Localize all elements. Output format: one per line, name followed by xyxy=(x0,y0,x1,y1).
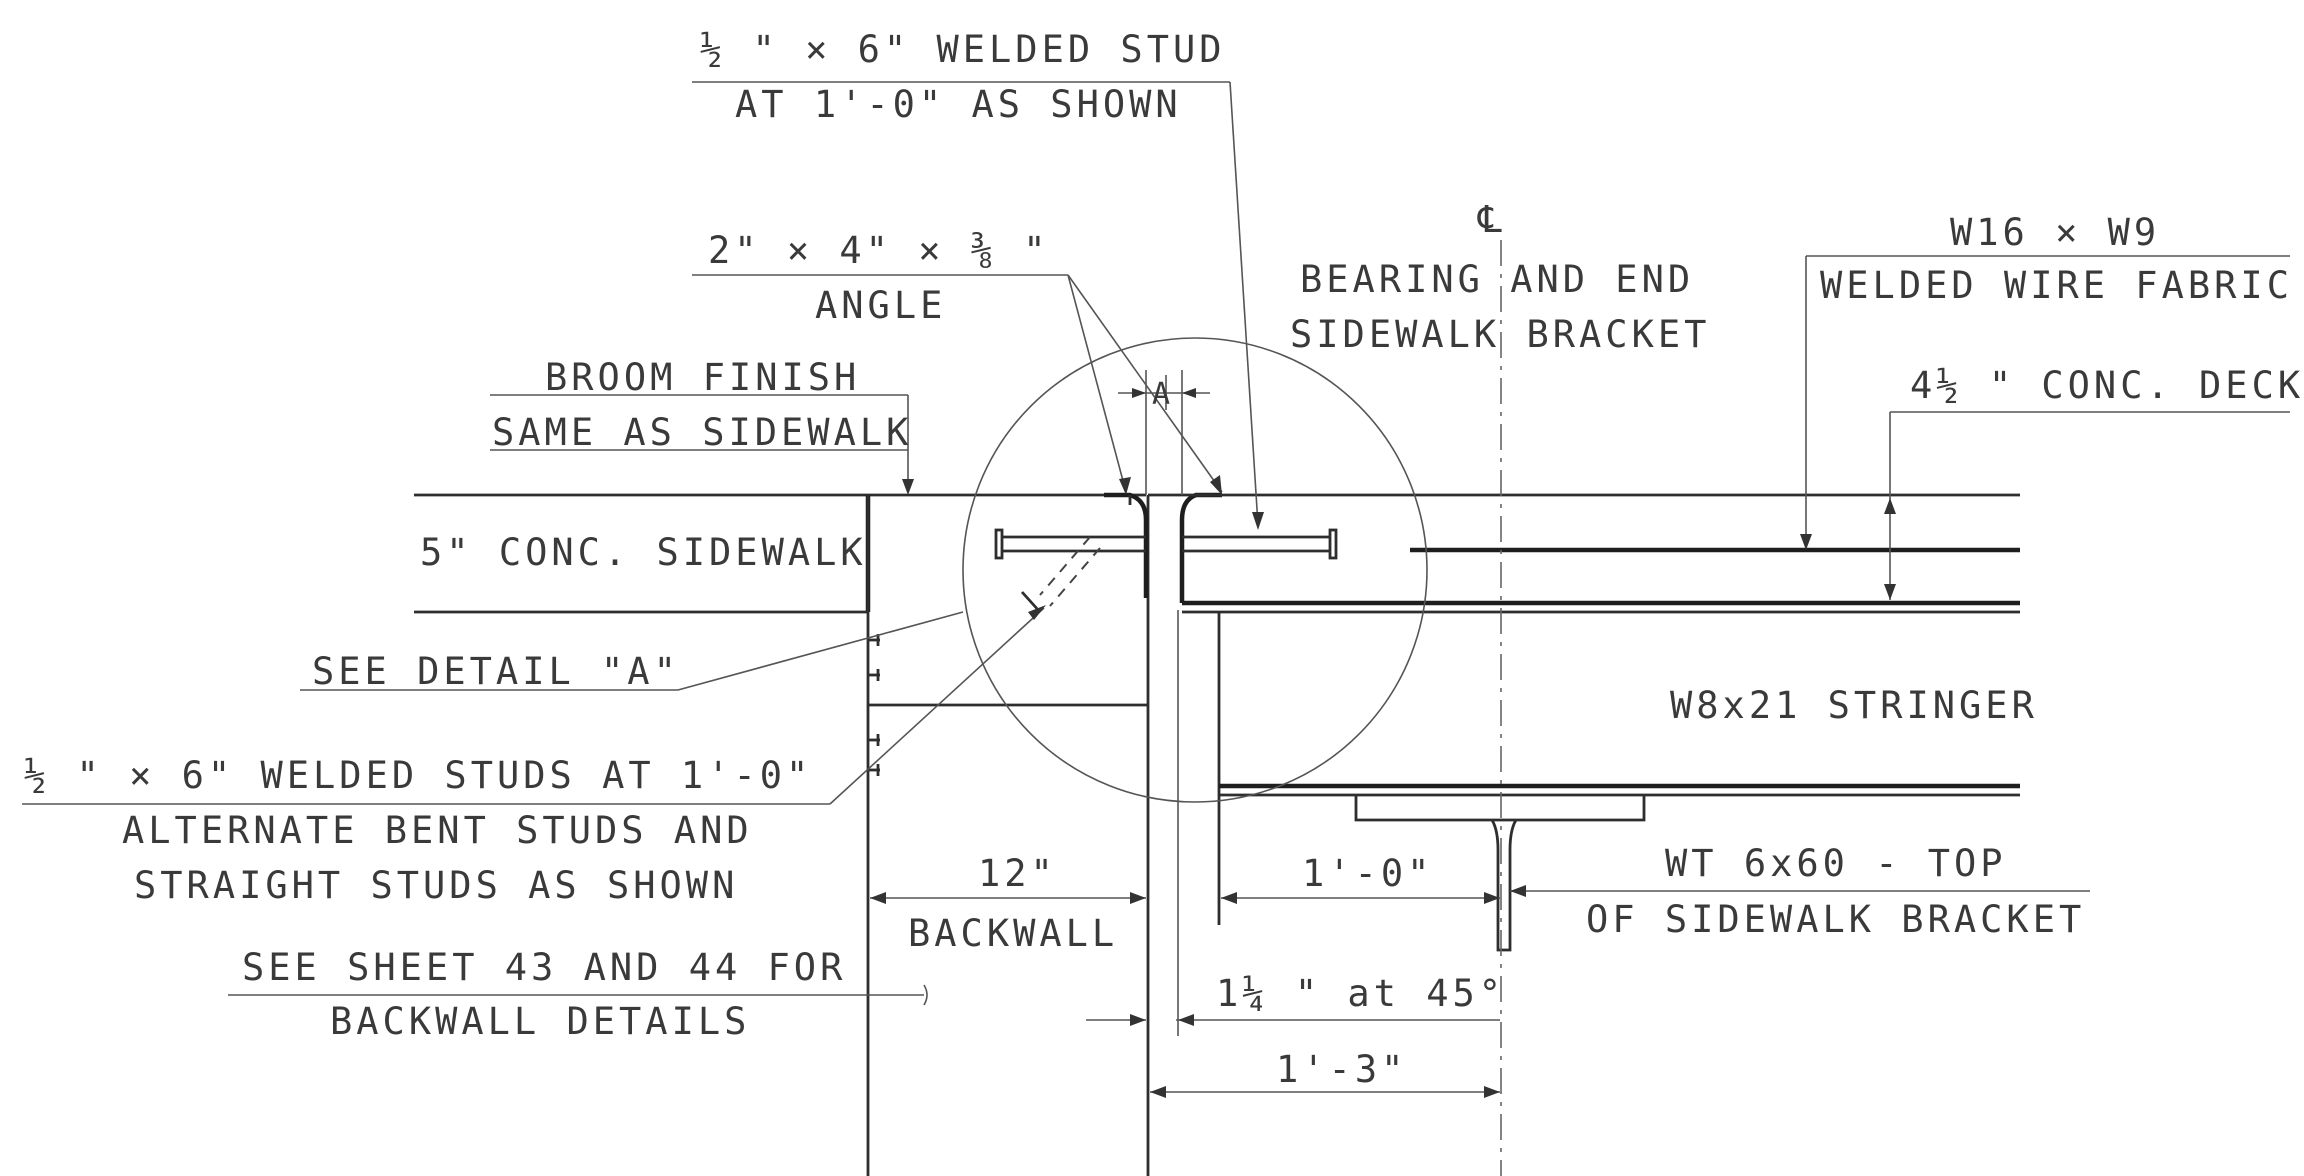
label-broom-1: BROOM FINISH xyxy=(545,356,860,399)
label-sheet-2: BACKWALL DETAILS xyxy=(330,1000,750,1043)
concrete-deck xyxy=(1148,493,2020,614)
stringer xyxy=(1217,612,2020,925)
label-sidewalk: 5" CONC. SIDEWALK xyxy=(420,531,867,574)
label-broom-2: SAME AS SIDEWALK xyxy=(492,411,912,454)
label-sheet-1: SEE SHEET 43 AND 44 FOR xyxy=(242,946,846,989)
label-dim-1-0: 1'-0" xyxy=(1302,852,1433,895)
label-dim-1-3: 1'-3" xyxy=(1276,1048,1407,1091)
welded-studs-horizontal xyxy=(994,528,1338,560)
detail-circle xyxy=(962,337,1428,803)
label-detail-mark: A xyxy=(1152,377,1170,412)
leader-lines xyxy=(22,81,2290,1006)
label-angle-1: 2" × 4" × ⅜ " xyxy=(708,229,1050,272)
label-wwf-1: W16 × W9 xyxy=(1950,211,2160,254)
label-wwf-2: WELDED WIRE FABRIC xyxy=(1820,264,2293,307)
backwall-studs xyxy=(868,634,880,776)
label-bearing-1: BEARING AND END xyxy=(1300,258,1694,301)
label-stud-top-2: AT 1'-0" AS SHOWN xyxy=(735,83,1182,126)
label-detail-a: SEE DETAIL "A" xyxy=(312,650,680,693)
label-cl-symbol: ℄ xyxy=(1477,198,1506,241)
label-backwall: BACKWALL xyxy=(908,912,1118,955)
label-angle-2: ANGLE xyxy=(815,284,946,327)
wt-bracket xyxy=(1354,795,1646,952)
dimension-lines xyxy=(870,370,1500,1098)
label-dim-12: 12" xyxy=(978,852,1057,895)
label-deck: 4½ " CONC. DECK xyxy=(1910,364,2304,407)
bent-stud xyxy=(1020,536,1101,613)
label-bearing-2: SIDEWALK BRACKET xyxy=(1290,313,1710,356)
label-stud-top-1: ½ " × 6" WELDED STUD xyxy=(700,28,1226,71)
label-wt-1: WT 6x60 - TOP xyxy=(1665,842,2007,885)
label-studs-2: ALTERNATE BENT STUDS AND xyxy=(122,809,753,852)
left-angle xyxy=(1104,492,1149,598)
right-angle xyxy=(1179,492,1222,603)
label-studs-1: ½ " × 6" WELDED STUDS AT 1'-0" xyxy=(24,754,812,797)
label-dim-gap: 1¼ " at 45° xyxy=(1216,972,1505,1015)
label-stringer: W8x21 STRINGER xyxy=(1670,684,2038,727)
backwall xyxy=(866,495,1150,1176)
label-studs-3: STRAIGHT STUDS AS SHOWN xyxy=(134,864,738,907)
label-wt-2: OF SIDEWALK BRACKET xyxy=(1586,898,2085,941)
